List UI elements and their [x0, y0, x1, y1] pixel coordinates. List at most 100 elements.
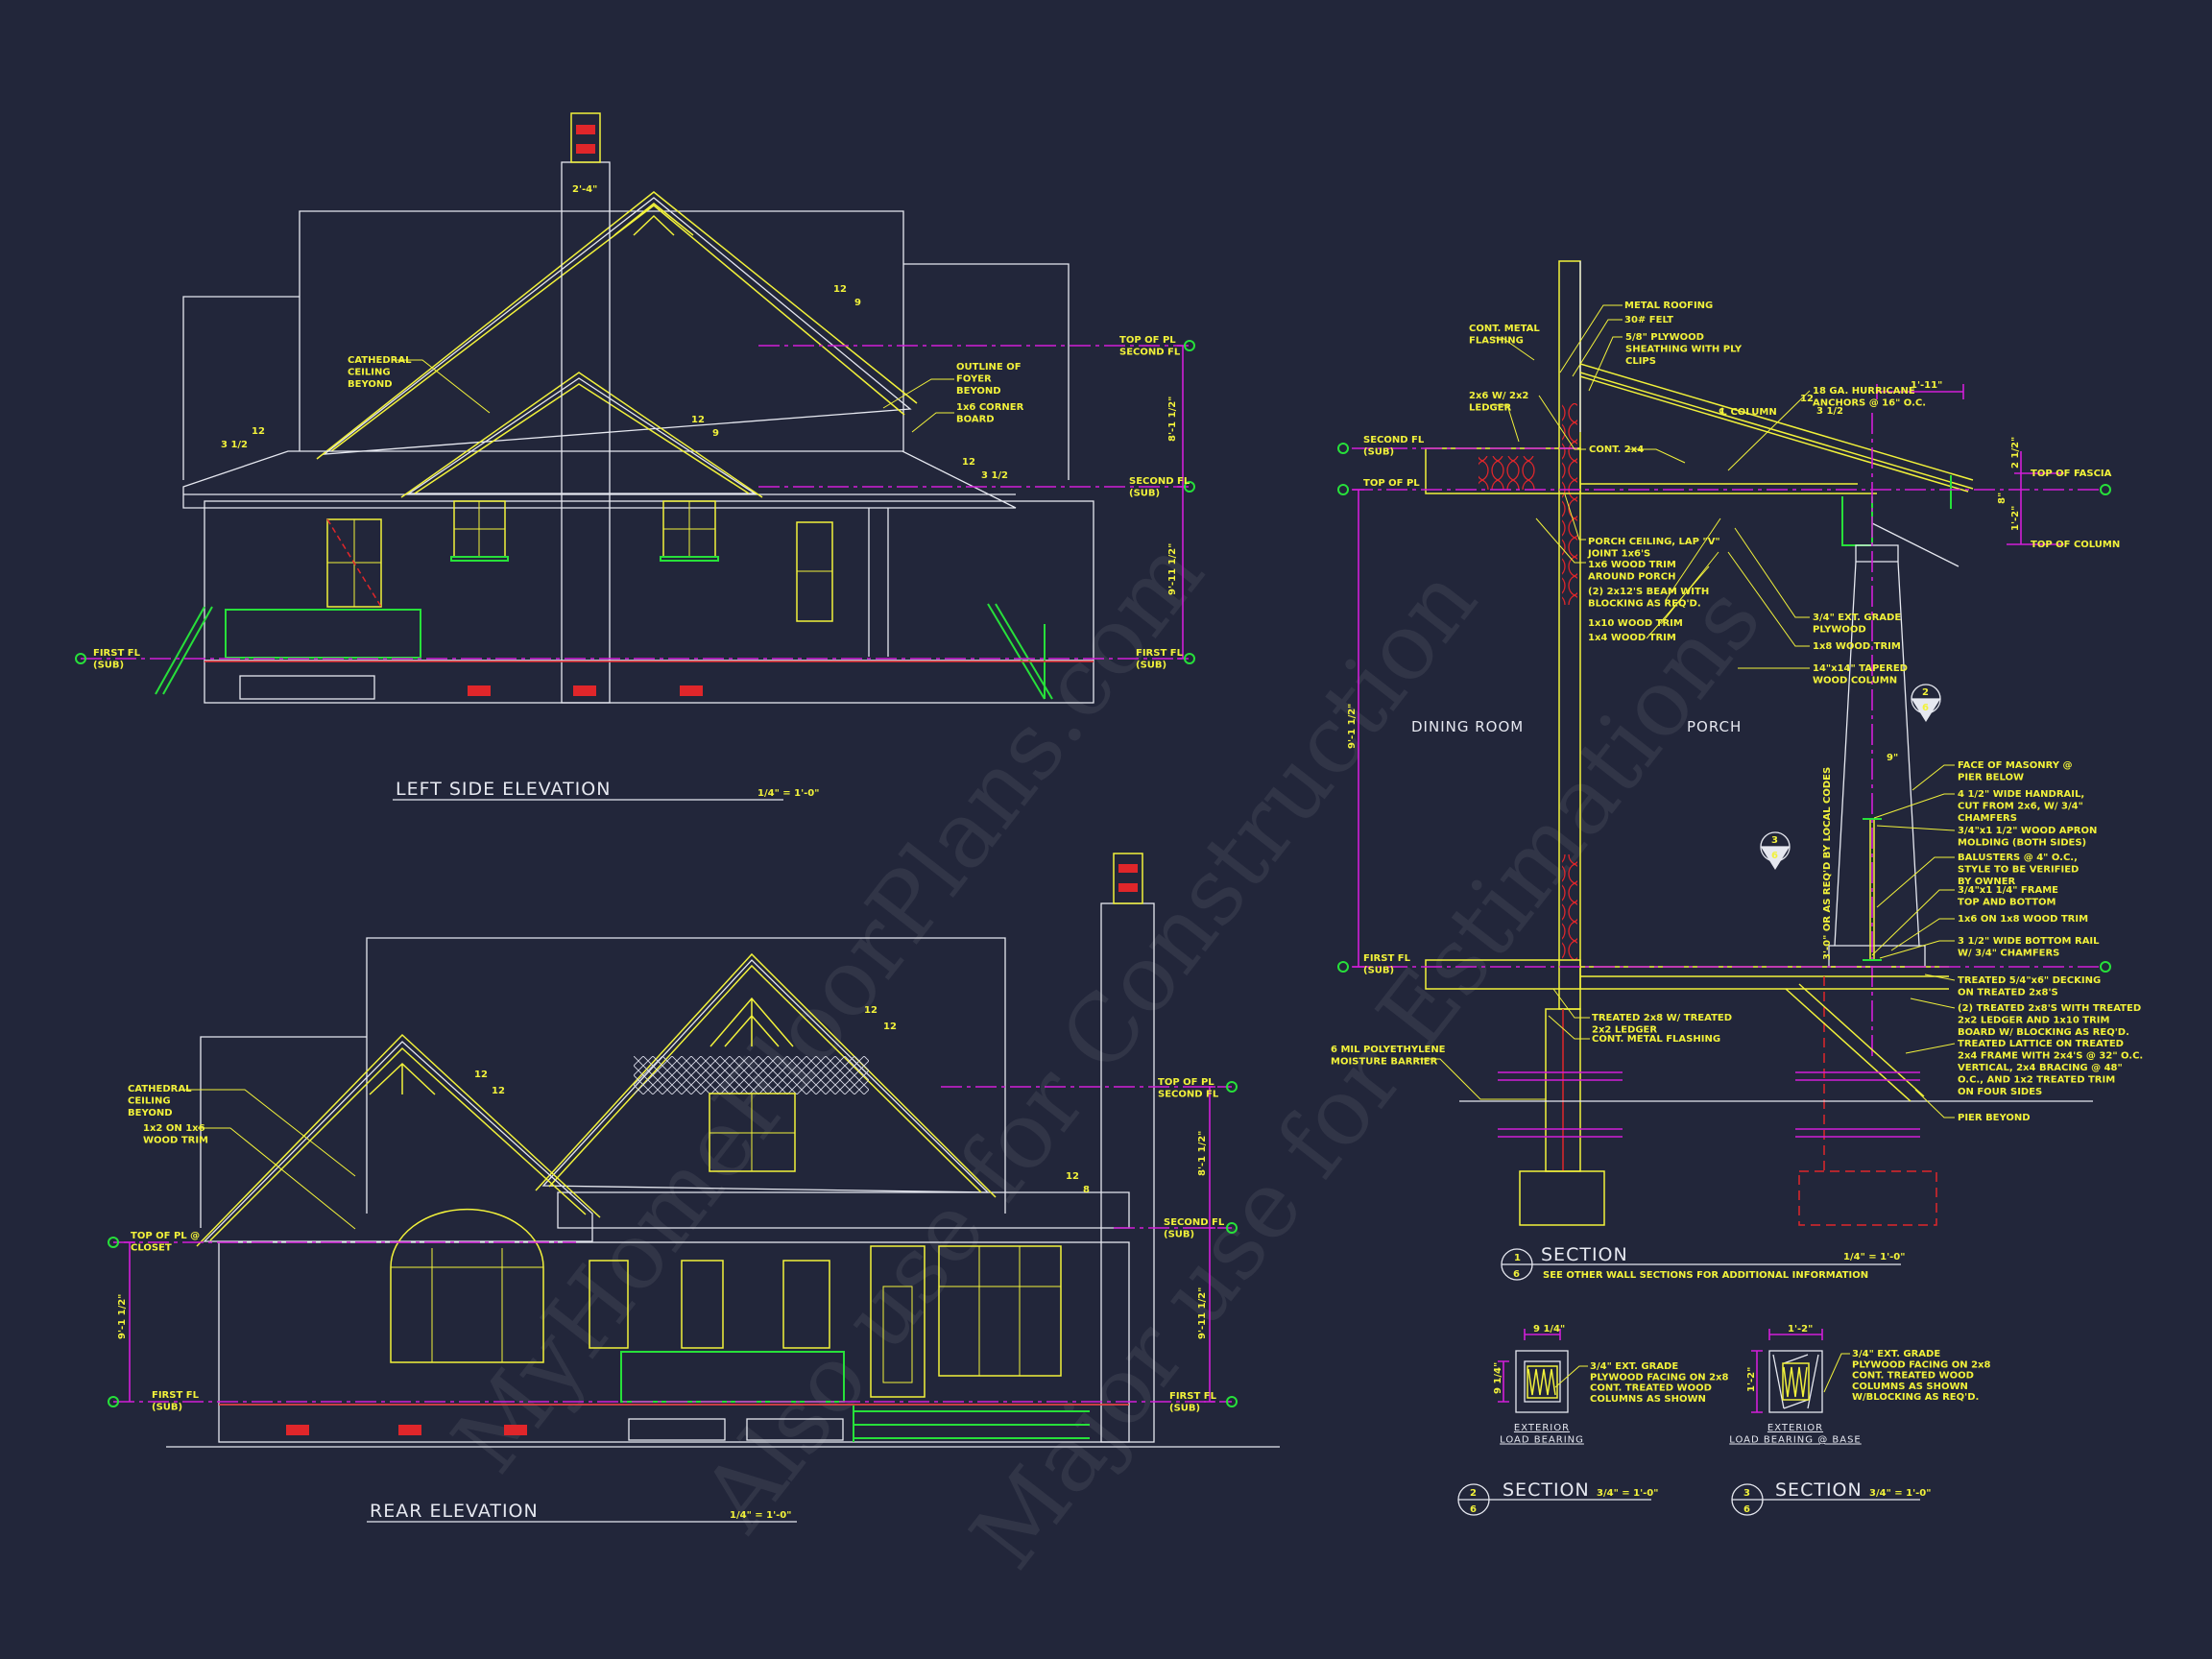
label-line: TOP OF PL	[1363, 478, 1420, 489]
callout-pier-beyond: PIER BEYOND	[1958, 1113, 2031, 1123]
section-scale: 1/4" = 1'-0"	[1843, 1252, 1905, 1262]
pitch-run: 12	[691, 415, 705, 425]
dim-fascia-top: 2 1/2"	[2010, 437, 2021, 469]
dim-width: 9 1/4"	[1533, 1324, 1565, 1334]
pitch-rise: 12	[883, 1022, 897, 1032]
label-line: CONT. METAL	[1469, 324, 1540, 334]
callout-base-flashing: CONT. METAL FLASHING	[1592, 1034, 1720, 1045]
label-line: PIER BEYOND	[1958, 1113, 2031, 1123]
label-line: 3/4"x1 1/2" WOOD APRON	[1958, 826, 2097, 836]
label-line: 18 GA. HURRICANE	[1813, 386, 1915, 397]
label-line: (SUB)	[1169, 1404, 1200, 1414]
label-line: MOLDING (BOTH SIDES)	[1958, 838, 2086, 849]
label-line: TOP OF FASCIA	[2031, 469, 2112, 479]
label-line: CONT. TREATED WOOD	[1852, 1371, 1974, 1382]
label-line: 3/4"x1 1/4" FRAME	[1958, 885, 2058, 896]
label-line: 1x2 ON 1x6	[143, 1123, 205, 1134]
label-line: 6 MIL POLYETHYLENE	[1331, 1045, 1446, 1055]
label-line: (SUB)	[1363, 966, 1394, 976]
label-line: (SUB)	[152, 1403, 182, 1413]
pitch-rise: 9	[712, 428, 719, 439]
callout-decking: TREATED 5/4"x6" DECKING ON TREATED 2x8'S	[1958, 975, 2101, 998]
rear-elevation-title: REAR ELEVATION	[370, 1501, 539, 1522]
label-line: CLIPS	[1625, 356, 1656, 367]
label-line: BEYOND	[956, 386, 1001, 397]
label-line: CONT. 2x4	[1589, 445, 1644, 455]
label-line: CUT FROM 2x6, W/ 3/4"	[1958, 802, 2083, 812]
level-second-fl: SECOND FL (SUB)	[1164, 1217, 1225, 1240]
label-line: ON TREATED 2x8'S	[1958, 988, 2058, 998]
dim-lower: 9'-11 1/2"	[1197, 1287, 1208, 1339]
label-line: (SUB)	[1164, 1230, 1194, 1240]
pitch-rise: 3 1/2	[1816, 406, 1843, 417]
level-first-fl-left: FIRST FL (SUB)	[152, 1390, 200, 1413]
label-line: 5/8" PLYWOOD	[1625, 332, 1704, 343]
callout-felt: 30# FELT	[1624, 315, 1673, 325]
pitch-run: 12	[962, 457, 975, 468]
level-first-fl-right: FIRST FL(SUB)	[1136, 648, 1184, 671]
dim-overhang: 1'-11"	[1911, 380, 1942, 391]
section-scale: 3/4" = 1'-0"	[1597, 1488, 1658, 1499]
dim-left: 9'-1 1/2"	[117, 1294, 128, 1339]
pitch-run: 12	[1800, 394, 1814, 404]
section-1-wall-section: SECOND FL(SUB) TOP OF PL FIRST FL(SUB) T…	[1331, 260, 2143, 1281]
pitch-rise: 3 1/2	[221, 440, 248, 450]
callout-trim-1x8: 1x8 WOOD TRIM	[1813, 641, 1901, 652]
dim-height: 9 1/4"	[1493, 1362, 1503, 1394]
callout-trim-1x4: 1x4 WOOD TRIM	[1588, 633, 1676, 643]
label-line: FLASHING	[1469, 336, 1524, 347]
marker-number: 3	[1771, 835, 1778, 846]
callout-cont-2x4: CONT. 2x4	[1589, 445, 1644, 455]
windows	[390, 1093, 1062, 1398]
callout-flashing: CONT. METAL FLASHING	[1469, 324, 1540, 347]
label-line: PLYWOOD FACING ON 2x8	[1852, 1359, 1991, 1370]
callout-trim-1x6-1x8: 1x6 ON 1x8 WOOD TRIM	[1958, 914, 2088, 925]
label-line: TOP OF PL @	[131, 1231, 200, 1241]
section-number: 3	[1743, 1488, 1750, 1499]
section-sheet: 6	[1743, 1504, 1750, 1515]
label-line: SECOND FL	[1129, 476, 1190, 487]
section-title: SECTION	[1775, 1479, 1863, 1501]
label-line: (2) 2x12'S BEAM WITH	[1588, 587, 1709, 597]
pitch-run: 12	[252, 426, 265, 437]
label-line: MOISTURE BARRIER	[1331, 1057, 1438, 1068]
label-line: METAL ROOFING	[1624, 301, 1713, 311]
watermark: MyHomeFloorPlans.com Also use for Constr…	[432, 520, 1782, 1589]
label-line: PIER BELOW	[1958, 773, 2024, 783]
label-line: FIRST FL	[152, 1390, 200, 1401]
label-line: FIRST FL	[1363, 953, 1411, 964]
label-line: (2) TREATED 2x8'S WITH TREATED	[1958, 1003, 2141, 1014]
label-line: CONT. TREATED WOOD	[1590, 1383, 1712, 1394]
level-top-of-pl: TOP OF PL SECOND FL	[1119, 335, 1181, 358]
dim-rail-height: 3'-0" OR AS REQ'D BY LOCAL CODES	[1822, 767, 1833, 960]
label-line: TREATED LATTICE ON TREATED	[1958, 1039, 2124, 1049]
label-line: FIRST FL	[1169, 1391, 1217, 1402]
label-line: COLUMNS AS SHOWN	[1852, 1382, 1968, 1392]
section-number: 2	[1470, 1488, 1477, 1499]
label-line: 30# FELT	[1624, 315, 1673, 325]
label-line: PORCH CEILING, LAP "V"	[1588, 537, 1720, 547]
label-line: TREATED 5/4"x6" DECKING	[1958, 975, 2101, 986]
label-line: WOOD TRIM	[143, 1136, 208, 1146]
label-line: BEYOND	[128, 1108, 173, 1118]
dim-width: 1'-2"	[1788, 1324, 1813, 1334]
dim-fascia: 8"	[1997, 493, 2008, 504]
label-line: FIRST FL	[93, 648, 141, 659]
pitch-run: 12	[474, 1070, 488, 1080]
label-line: 2x6 W/ 2x2	[1469, 391, 1528, 401]
label-line: TOP OF PL	[1119, 335, 1176, 346]
label-line: SECOND FL	[1164, 1217, 1225, 1228]
label-line: 3 1/2" WIDE BOTTOM RAIL	[1958, 936, 2100, 947]
label-line: TOP AND BOTTOM	[1958, 898, 2056, 908]
level-top-of-pl: TOP OF PL	[1363, 478, 1420, 489]
label-line: SECOND FL	[1119, 348, 1181, 358]
windows	[326, 500, 833, 622]
